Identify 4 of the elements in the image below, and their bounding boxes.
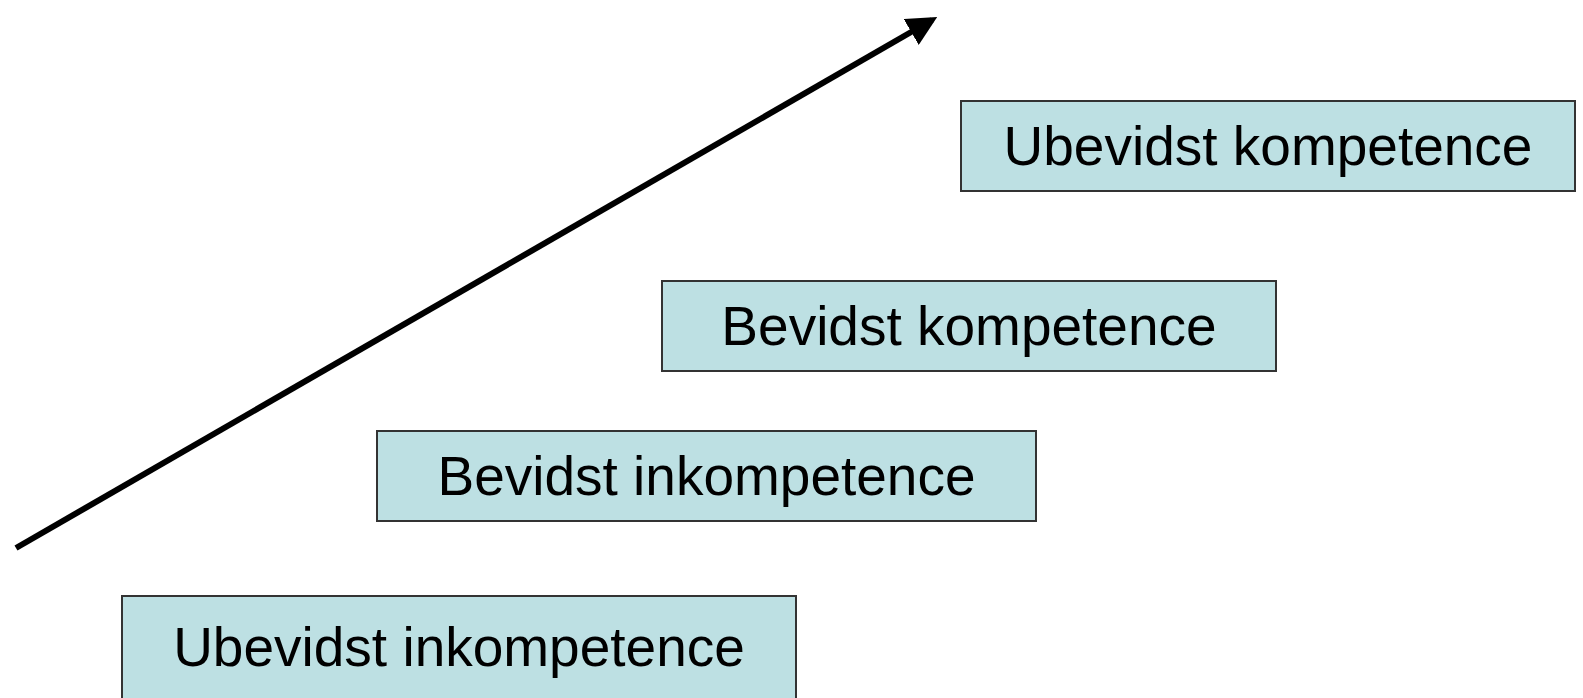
stage-box [960, 100, 1576, 192]
stage-box [376, 430, 1037, 522]
stage-box [661, 280, 1277, 372]
stage-box [121, 595, 797, 698]
